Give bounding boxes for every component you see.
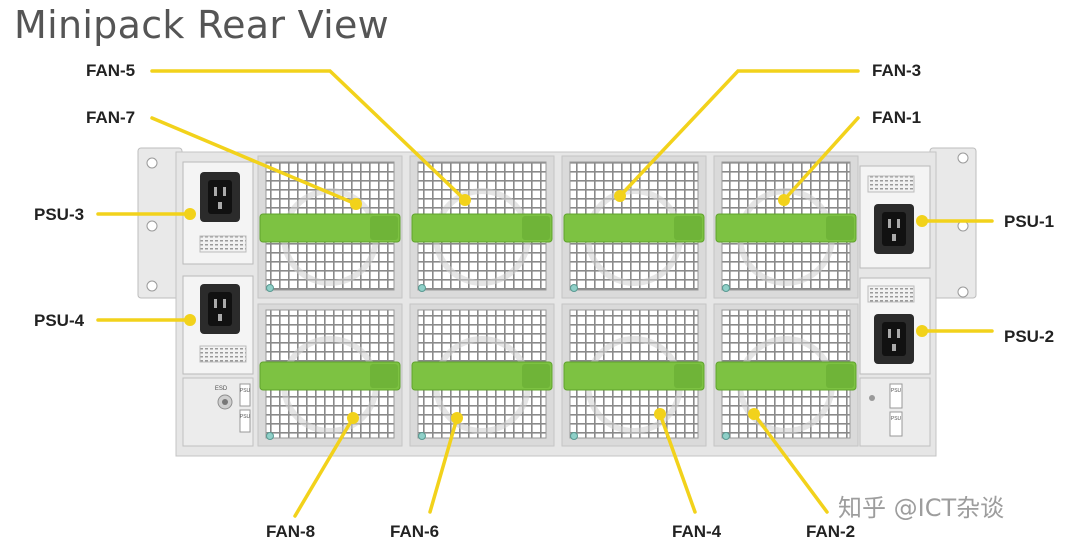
leader-lines <box>96 69 994 518</box>
fan-modules <box>257 155 859 447</box>
psu-indicator-label: PSU <box>240 414 251 420</box>
leader-fan-4 <box>658 412 697 514</box>
right-status-panel <box>859 377 931 447</box>
leader-dot <box>184 208 196 220</box>
leader-fan-5 <box>150 69 467 202</box>
leader-fan-1 <box>782 116 860 202</box>
label-fan-1: FAN-1 <box>872 108 922 127</box>
label-fan-6: FAN-6 <box>390 522 440 541</box>
fan-module <box>409 303 555 447</box>
label-psu-2: PSU-2 <box>1004 327 1055 346</box>
label-psu-3: PSU-3 <box>34 205 85 224</box>
leader-dot <box>451 412 463 424</box>
left-status-panel <box>182 377 254 447</box>
fan-module <box>561 303 707 447</box>
leader-dot <box>916 325 928 337</box>
leader-fan-3 <box>618 69 860 198</box>
label-fan-7: FAN-7 <box>86 108 136 127</box>
leader-dot <box>778 194 790 206</box>
leader-dot <box>748 408 760 420</box>
leader-dot <box>184 314 196 326</box>
fan-module <box>561 155 707 299</box>
leader-dot <box>916 215 928 227</box>
leader-fan-6 <box>428 416 459 514</box>
leader-dot <box>347 412 359 424</box>
rack-ear-left <box>137 147 183 299</box>
fan-module <box>713 303 859 447</box>
label-fan-3: FAN-3 <box>872 61 922 80</box>
label-fan-2: FAN-2 <box>806 522 856 541</box>
leader-fan-7 <box>150 116 358 206</box>
label-psu-1: PSU-1 <box>1004 212 1055 231</box>
leader-dot <box>459 194 471 206</box>
rack-ear-right <box>929 147 977 299</box>
fan-module <box>409 155 555 299</box>
psu-indicator-label: PSU <box>240 388 251 394</box>
psu-4-module <box>182 275 254 375</box>
leader-dot <box>654 408 666 420</box>
leader-dot <box>350 198 362 210</box>
fan-module <box>713 155 859 299</box>
esd-label: ESD <box>215 386 228 392</box>
leader-dot <box>614 190 626 202</box>
label-fan-5: FAN-5 <box>86 61 136 80</box>
leader-fan-2 <box>752 412 829 514</box>
psu-indicator-label: PSU <box>891 416 902 422</box>
psu-2-module <box>859 277 931 375</box>
page-title: Minipack Rear View <box>14 3 390 47</box>
psu-indicator-label: PSU <box>891 388 902 394</box>
fan-module <box>257 303 403 447</box>
label-fan-8: FAN-8 <box>266 522 316 541</box>
leader-fan-8 <box>293 416 355 518</box>
fan-module <box>257 155 403 299</box>
psu-3-module <box>182 161 254 265</box>
watermark: 知乎 @ICT杂谈 <box>838 494 1005 522</box>
label-psu-4: PSU-4 <box>34 311 85 330</box>
label-fan-4: FAN-4 <box>672 522 722 541</box>
